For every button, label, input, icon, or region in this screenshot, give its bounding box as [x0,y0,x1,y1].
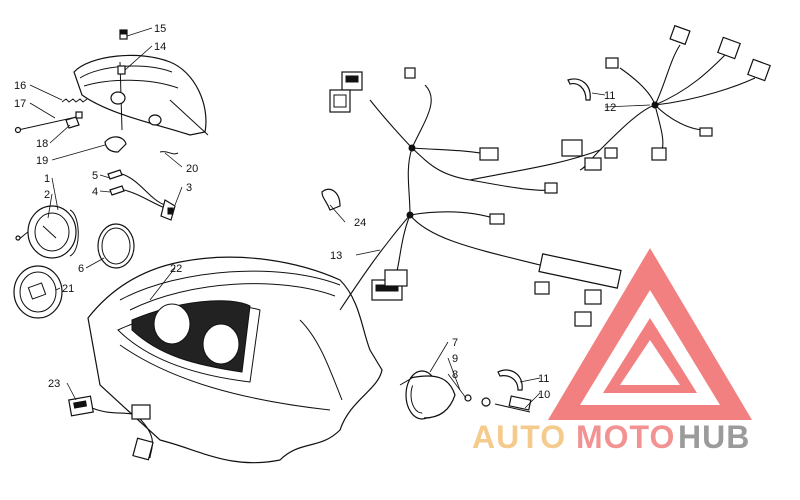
harness-clip [321,188,341,211]
callout-9: 9 [452,353,458,365]
leader-lines [29,27,651,409]
adjuster-spring [61,98,88,103]
callout-2: 2 [44,189,50,201]
watermark-word-moto: MOTO [576,419,675,455]
callout-labels: 15 14 16 17 18 19 20 1 2 5 4 3 6 21 22 2… [14,23,616,401]
speedometer-gauge [15,205,79,259]
callout-3: 3 [186,182,192,194]
callout-11-lower: 11 [538,373,549,385]
headlight-bulb-socket [119,29,128,40]
watermark-word-hub: HUB [678,419,750,455]
callout-14: 14 [154,41,166,53]
callout-10: 10 [538,389,550,401]
callout-4: 4 [92,186,98,198]
callout-15: 15 [154,23,166,35]
sensor-housing [399,370,456,420]
callout-17: 17 [14,98,26,110]
callout-5: 5 [92,170,98,182]
sensor-bolt [494,395,532,413]
callout-20: 20 [186,163,198,175]
callout-18: 18 [36,138,48,150]
callout-13: 13 [330,250,342,262]
bulb-boot [104,136,127,153]
callout-6: 6 [78,263,84,275]
callout-7: 7 [452,337,458,349]
auxiliary-harness [68,395,154,461]
gauge-seal-ring [97,223,135,269]
callout-12: 12 [604,102,616,114]
automotohub-watermark: AUTO MOTO HUB [472,248,752,455]
gauge-bulbs [107,169,176,221]
callout-8: 8 [452,369,458,381]
cable-ties [497,78,591,391]
callout-21: 21 [62,283,74,295]
callout-24: 24 [354,217,366,229]
dash-panel [87,256,383,464]
adjuster-screw [14,117,73,134]
callout-1: 1 [44,173,50,185]
callout-16: 16 [14,80,26,92]
callout-19: 19 [36,155,48,167]
callout-22: 22 [170,263,182,275]
washer-and-nut [464,394,491,407]
headlight-assembly [73,54,209,136]
gauge-bezel [13,265,63,319]
watermark-word-auto: AUTO [472,419,566,455]
wire-clip [159,151,179,155]
callout-23: 23 [48,378,60,390]
harness-connectors [329,24,771,327]
callout-11-upper: 11 [604,90,615,102]
headlight-grommet [65,111,83,129]
